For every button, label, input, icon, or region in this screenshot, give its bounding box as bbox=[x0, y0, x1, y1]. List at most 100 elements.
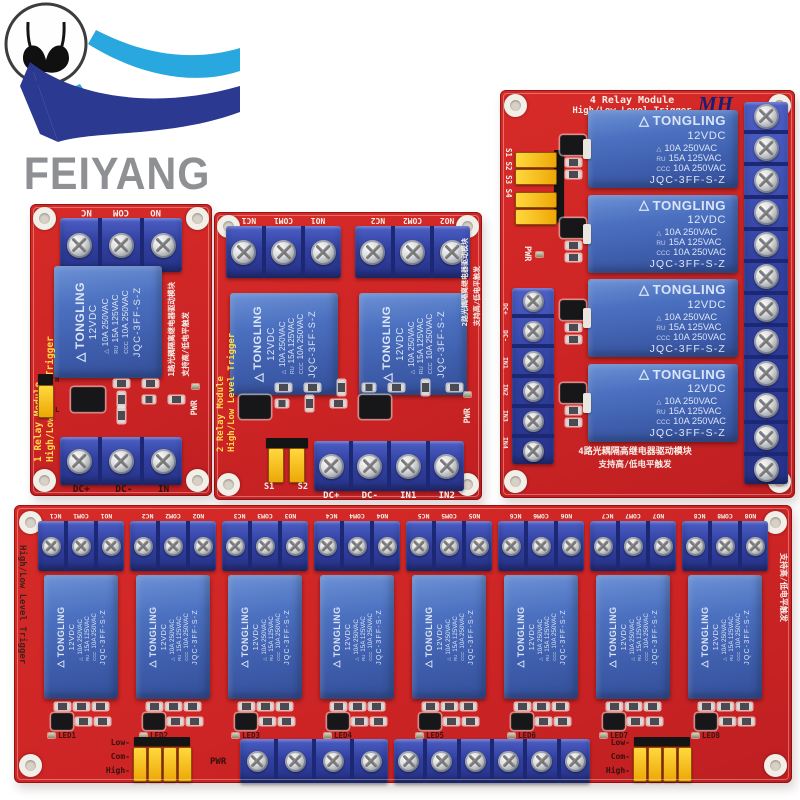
terminal-screw bbox=[108, 448, 134, 474]
rating-text: 10A 250VAC bbox=[673, 416, 726, 427]
relay-brand-text: TONGLING bbox=[652, 197, 726, 213]
optocoupler-ic bbox=[604, 714, 624, 729]
relay-rating: RU 15A 125VAC bbox=[544, 613, 551, 661]
terminal-block bbox=[38, 521, 124, 571]
tongling-logo-icon: △ bbox=[55, 660, 65, 668]
channel-columns: NO1 COM1 NC1 △ TONGLING 12VDC △ 10A 250V… bbox=[224, 215, 472, 395]
mode-jumper bbox=[38, 385, 54, 418]
smd-component bbox=[565, 171, 581, 179]
relay-module-2ch[interactable]: NO1 COM1 NC1 △ TONGLING 12VDC △ 10A 250V… bbox=[214, 212, 482, 501]
jumper-pins bbox=[38, 374, 53, 385]
cert-mark-icon: RU bbox=[177, 654, 182, 661]
relay-unit: △ TONGLING 12VDC △ 10A 250VAC RU 15A 125… bbox=[583, 194, 738, 273]
terminal-screw bbox=[753, 328, 779, 354]
smd-component bbox=[305, 384, 320, 391]
smd-component bbox=[565, 253, 581, 261]
terminal-screw bbox=[231, 239, 257, 265]
mounting-hole bbox=[217, 473, 240, 496]
optocoupler-ic bbox=[561, 136, 585, 155]
terminal-labels: NO COM NC bbox=[60, 207, 182, 217]
relay-brand: △ TONGLING bbox=[639, 366, 726, 382]
smd-component bbox=[184, 703, 200, 710]
relay-module-4ch[interactable]: 4 Relay Module High/Low Level Trigger MH… bbox=[500, 90, 795, 498]
terminal-labels: NO2 COM2 NC2 bbox=[130, 511, 216, 521]
terminal-labels: NO1 COM1 NC1 bbox=[224, 215, 343, 226]
mode-jumper bbox=[633, 747, 647, 782]
rating-text: 10A 250VAC bbox=[169, 619, 176, 655]
mode-jumper bbox=[515, 192, 557, 208]
relay-rating: RU 15A 125VAC bbox=[268, 613, 275, 661]
terminal-screw bbox=[498, 750, 520, 772]
jumper-label: Low- bbox=[110, 738, 130, 747]
rating-text: 15A 125VAC bbox=[268, 616, 275, 652]
rating-text: 10A 250VAC bbox=[664, 142, 718, 153]
relay-rating: RU 15A 125VAC bbox=[176, 613, 183, 661]
led-indicator: LED6 bbox=[508, 731, 536, 740]
relay-ratings: △ 10A 250VAC RU 15A 125VAC CCC 10A 250VA… bbox=[445, 613, 466, 661]
relay-brand: △ TONGLING bbox=[639, 113, 726, 129]
relay-ratings: △ 10A 250VAC RU 15A 125VAC CCC 10A 250VA… bbox=[721, 613, 742, 661]
relay-part-number: JQC-3FF-S-Z bbox=[284, 609, 291, 665]
smd-row bbox=[54, 703, 108, 710]
relay-rating: CCC 10A 250VAC bbox=[120, 290, 130, 354]
rating-text: 10A 250VAC bbox=[91, 613, 98, 649]
terminal-label-com: COM2 bbox=[165, 512, 181, 520]
relay-brand-text: TONGLING bbox=[652, 282, 726, 298]
relay-voltage: 12VDC bbox=[343, 623, 352, 651]
terminal-label-no: NO8 bbox=[744, 512, 757, 520]
led-label: LED5 bbox=[426, 731, 445, 740]
relay-voltage: 12VDC bbox=[435, 623, 444, 651]
tongling-logo-icon: △ bbox=[331, 660, 341, 668]
terminal-screw bbox=[464, 750, 486, 772]
smd-component bbox=[276, 384, 291, 391]
terminal-screw bbox=[310, 239, 336, 265]
smd-component bbox=[257, 703, 273, 710]
terminal-label-com: COM4 bbox=[349, 512, 365, 520]
pwr-label: PWR bbox=[210, 757, 227, 767]
smd-component bbox=[165, 703, 181, 710]
relay-module-8ch[interactable]: High/Low Level Trigger 支持高/低电平触发 NO1 COM… bbox=[14, 505, 792, 783]
relay-ratings: △ 10A 250VAC RU 15A 125VAC CCC 10A 250VA… bbox=[77, 613, 98, 661]
terminal-label-no: NO5 bbox=[468, 512, 481, 520]
relay-ratings: △ 10A 250VAC RU 15A 125VAC CCC 10A 250VA… bbox=[407, 314, 434, 374]
terminal-label-com: COM8 bbox=[717, 512, 733, 520]
smd-component bbox=[118, 392, 125, 407]
rating-text: 15A 125VAC bbox=[544, 616, 551, 652]
led-icon bbox=[600, 733, 607, 738]
relay-channel: NO7 COM7 NC7 △ TONGLING 12VDC △ 10A 250V… bbox=[590, 511, 676, 740]
relay-part-number: JQC-3FF-S-Z bbox=[649, 174, 726, 186]
terminal-screw bbox=[150, 448, 176, 474]
smd-component bbox=[460, 703, 476, 710]
led-indicator: LED8 bbox=[692, 731, 720, 740]
relay-module-1ch[interactable]: NO COM NC △ TONGLING 12VDC △ 10A 250VAC … bbox=[30, 204, 212, 496]
smd-component bbox=[625, 703, 641, 710]
jumper-label: Com- bbox=[610, 752, 630, 761]
channel-columns: NO1 COM1 NC1 △ TONGLING 12VDC △ 10A 250V… bbox=[38, 511, 768, 740]
terminal-screw bbox=[753, 425, 779, 451]
cn-silkscreen: 支持高/低电平触发 bbox=[779, 553, 788, 622]
tongling-logo-icon: △ bbox=[515, 660, 525, 668]
smd-component bbox=[352, 718, 367, 725]
terminal-block-input bbox=[240, 739, 388, 783]
smd-component bbox=[389, 384, 404, 391]
terminal-labels: NO6 COM6 NC6 bbox=[498, 511, 584, 521]
smd-component bbox=[260, 718, 275, 725]
tongling-logo-icon: △ bbox=[607, 660, 617, 668]
terminal-block-output bbox=[744, 102, 788, 484]
terminal-label-nc: NC5 bbox=[417, 512, 430, 520]
relay-brand: △ TONGLING bbox=[331, 607, 342, 668]
terminal-screw bbox=[522, 350, 544, 372]
smd-field bbox=[276, 380, 466, 434]
swoosh-light bbox=[88, 30, 240, 78]
relay-unit: △ TONGLING 12VDC △ 10A 250VAC RU 15A 125… bbox=[504, 575, 578, 699]
terminal-screw bbox=[409, 536, 429, 556]
smd-component bbox=[514, 703, 530, 710]
optocoupler-ic bbox=[240, 396, 270, 418]
relay-unit: △ TONGLING 12VDC △ 10A 250VAC RU 15A 125… bbox=[320, 575, 394, 699]
relay-part-number: JQC-3FF-S-Z bbox=[192, 609, 199, 665]
smd-component bbox=[606, 703, 622, 710]
terminal-label-nc: NC6 bbox=[509, 512, 522, 520]
terminal-label-nc: NC1 bbox=[241, 216, 257, 225]
module-title: 2 Relay Module High/Low Level Trigger bbox=[216, 242, 237, 452]
relay-brand: △ TONGLING bbox=[239, 607, 250, 668]
